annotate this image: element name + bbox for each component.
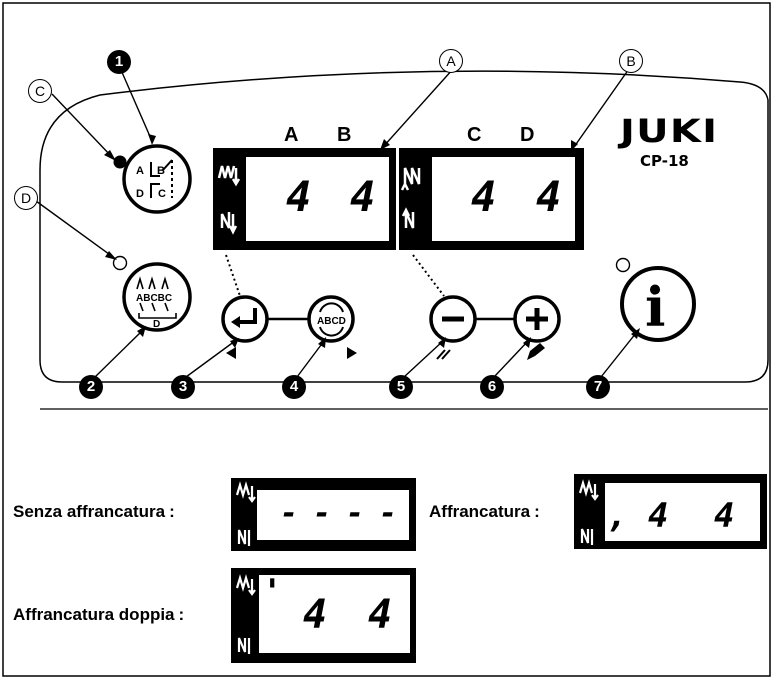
example-2-char-3: 4	[714, 496, 734, 536]
column-label-a: A	[284, 124, 299, 146]
callout-a: A	[439, 49, 463, 73]
brand-logo: JUKI	[620, 112, 719, 150]
button-1-a: A	[136, 165, 144, 177]
lcd-left-start-icon	[217, 165, 241, 187]
button-1-pattern	[122, 144, 192, 214]
example-2-char-1: ,	[607, 496, 627, 536]
model-name: CP-18	[640, 152, 689, 170]
info-icon: i	[645, 275, 666, 339]
button-5-reset-mark	[436, 349, 451, 360]
lcd-right-digit-1: 4	[471, 172, 496, 221]
example-1-caption: Senza affrancatura:	[13, 502, 175, 521]
button-4-right-arrow	[347, 347, 357, 359]
callout-b: B	[619, 49, 643, 73]
button-4-label: ABCD	[317, 316, 346, 327]
button-2-abcbc: ABCBC	[136, 293, 172, 304]
callout-4: 4	[282, 375, 306, 399]
button-1-d: D	[136, 188, 144, 200]
lcd-right-screen	[432, 157, 575, 241]
button-7-info	[620, 266, 696, 342]
example-2-caption: Affrancatura:	[429, 502, 540, 521]
lcd-right-end-icon	[401, 207, 415, 229]
enter-icon	[236, 308, 257, 324]
button-3-left-arrow	[226, 347, 236, 359]
lcd-left-digit-1: 4	[286, 172, 311, 221]
led-c	[113, 155, 127, 169]
example-1-char-2: -	[313, 496, 331, 531]
example-1-char-1: -	[280, 496, 298, 531]
callout-2: 2	[79, 375, 103, 399]
led-info	[615, 257, 631, 273]
lcd-right-digit-2: 4	[536, 172, 561, 221]
example-1-char-3: -	[346, 496, 364, 531]
callout-c: C	[28, 79, 52, 103]
button-1-c: C	[158, 188, 166, 200]
callout-5: 5	[389, 375, 413, 399]
example-1-char-4: -	[379, 496, 397, 531]
panel-outline	[39, 70, 769, 383]
column-label-d: D	[520, 124, 535, 146]
button-2-pattern-icon	[136, 276, 177, 319]
example-3-char-3: 4	[368, 592, 392, 638]
button-2-d: D	[153, 319, 160, 330]
example-3-caption: Affrancatura doppia:	[13, 605, 185, 624]
callout-d: D	[14, 186, 38, 210]
lcd-left-end-icon	[220, 212, 238, 235]
button-1-pattern-icon	[150, 159, 173, 198]
callout-6: 6	[480, 375, 504, 399]
column-label-b: B	[337, 124, 352, 146]
lcd-right-start-icon	[400, 167, 421, 191]
button-1-b: B	[157, 165, 165, 177]
cycle-icon	[319, 302, 344, 313]
callout-1: 1	[107, 50, 131, 74]
column-label-c: C	[467, 124, 482, 146]
button-3-enter	[221, 295, 269, 343]
button-6-pencil-icon	[527, 343, 545, 360]
callout-3: 3	[171, 375, 195, 399]
callout-7: 7	[586, 375, 610, 399]
example-2-char-2: 4	[648, 496, 668, 536]
lcd-left-digit-2: 4	[350, 172, 375, 221]
example-3-char-1: '	[262, 572, 282, 612]
callout-lines	[35, 65, 637, 378]
example-3-char-2: 4	[303, 592, 327, 638]
lcd-left-screen	[246, 157, 389, 241]
